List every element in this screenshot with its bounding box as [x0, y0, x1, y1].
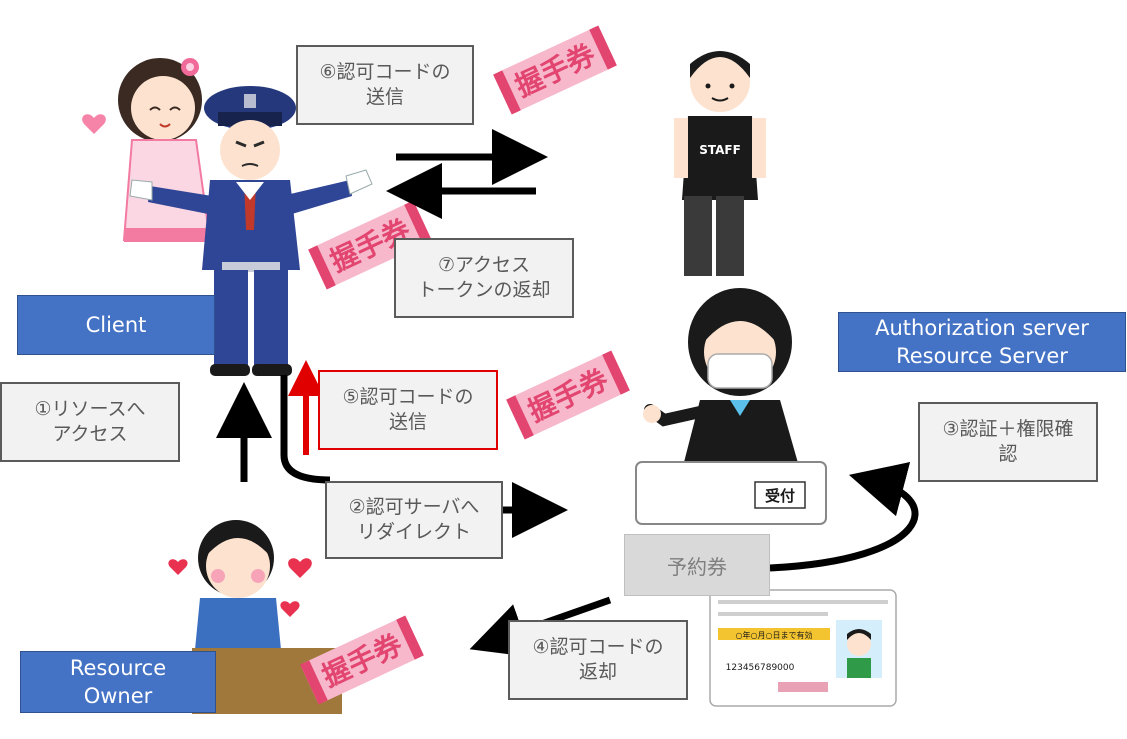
- arrow-step3: [769, 462, 919, 572]
- auth-server-line2: Resource Server: [896, 344, 1068, 368]
- idol-girl-illustration: [82, 58, 212, 242]
- arrow-step2: [280, 375, 331, 484]
- resource-owner-label: Resource Owner: [20, 651, 216, 713]
- guard-illustration: [129, 86, 373, 376]
- auth-server-line1: Authorization server: [875, 316, 1089, 340]
- step7-label: ⑦アクセス トークンの返却: [394, 238, 574, 318]
- step4-label: ④認可コードの 返却: [508, 620, 688, 700]
- client-label: Client: [17, 295, 215, 355]
- step6-label: ⑥認可コードの 送信: [296, 45, 474, 125]
- reception-sign-text: 受付: [765, 487, 795, 505]
- license-illustration: ○年○月○日まで有効 123456789000: [709, 589, 897, 707]
- receptionist-illustration: 受付: [635, 288, 827, 525]
- ticket-step5: 握手券: [506, 350, 630, 440]
- auth-server-label: Authorization server Resource Server: [838, 312, 1126, 372]
- license-number-text: 123456789000: [726, 663, 795, 673]
- staff-shirt-text: STAFF: [699, 143, 741, 157]
- step2-label: ②認可サーバへ リダイレクト: [325, 481, 503, 559]
- ticket-owner: 握手券: [300, 615, 424, 705]
- reservation-ticket-text: 予約券: [667, 554, 727, 579]
- resource-owner-line2: Owner: [83, 684, 153, 708]
- ticket-step6: 握手券: [493, 25, 617, 115]
- step1-label: ①リソースへ アクセス: [0, 382, 180, 462]
- resource-owner-line1: Resource: [69, 656, 167, 680]
- step5-label: ⑤認可コードの 送信: [318, 370, 498, 450]
- client-label-text: Client: [85, 313, 147, 337]
- step3-label: ③認証＋権限確 認: [918, 402, 1098, 482]
- license-date-text: ○年○月○日まで有効: [736, 630, 813, 640]
- reservation-ticket-box: 予約券: [624, 534, 770, 596]
- staff-illustration: STAFF: [674, 51, 766, 276]
